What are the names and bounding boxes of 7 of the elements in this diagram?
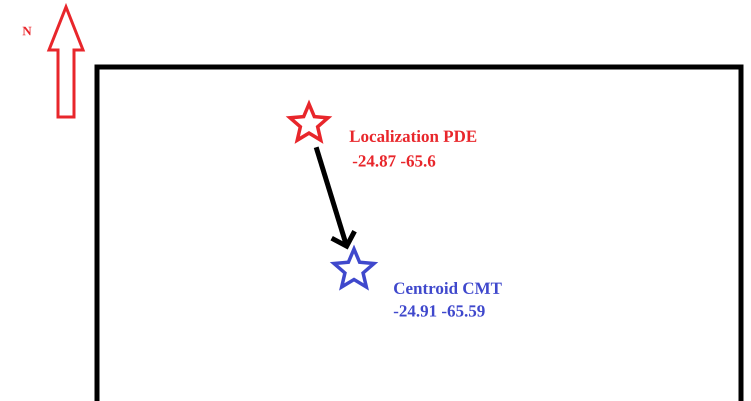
location-name: Centroid CMT: [394, 282, 502, 294]
frame-box: [94, 64, 744, 401]
arrow: [314, 146, 357, 250]
north-label: N: [22, 26, 32, 36]
coordinates-text: -24.87 -65.6: [352, 155, 436, 167]
coordinates-text: -24.91 -65.59: [394, 305, 485, 317]
location-name: Localization PDE: [350, 130, 476, 142]
